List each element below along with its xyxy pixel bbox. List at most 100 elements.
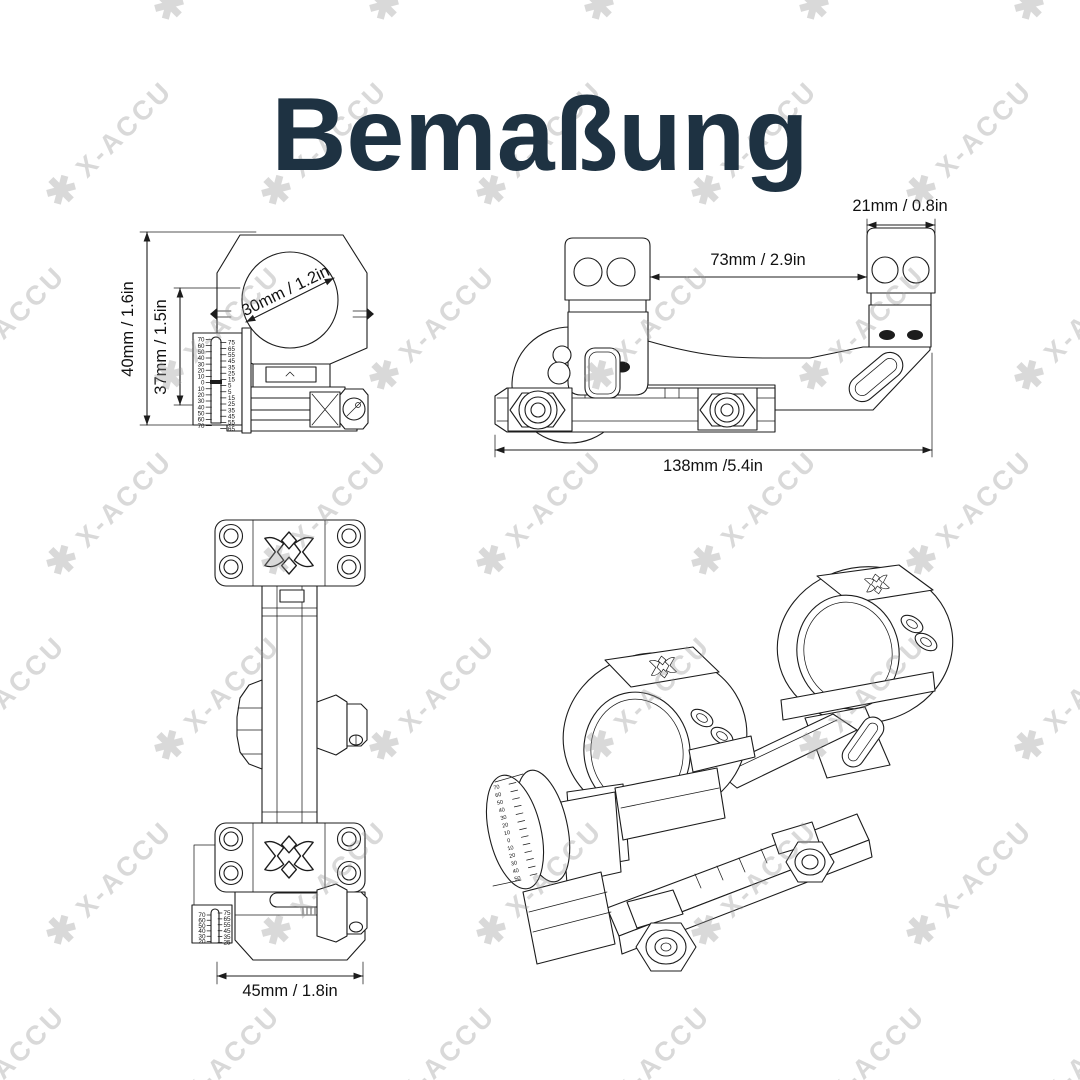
- dim-label-ring-spacing: 73mm / 2.9in: [710, 251, 805, 269]
- dial-scale-number: 60: [495, 792, 502, 799]
- clamp-tab-right: [367, 308, 374, 320]
- dial-scale-number: 70: [493, 784, 500, 791]
- dial-tick: [513, 804, 522, 808]
- dial-scale-number: 50: [198, 923, 206, 930]
- dial-scale-number: 10: [198, 386, 205, 393]
- brand-name: X-ACCU: [392, 999, 501, 1080]
- dial-scale-number: 0: [507, 838, 511, 845]
- brand-name: X-ACCU: [69, 444, 178, 553]
- front-clamp-nut: [507, 387, 573, 432]
- windage-knob: [309, 388, 369, 430]
- dial-scale-number: 50: [198, 410, 205, 417]
- dial-zero-mark: [210, 380, 222, 384]
- dial-tick: [524, 850, 533, 853]
- dial-housing-details: [547, 345, 621, 399]
- dial-scale-number: 25: [228, 401, 235, 408]
- dim-label-total-height: 40mm / 1.6in: [119, 281, 137, 376]
- brand-star-icon: ✱: [1004, 349, 1057, 403]
- front-clamp-iso: [626, 889, 697, 972]
- dimension-total-height: 40mm / 1.6in: [119, 231, 257, 426]
- dial-tick: [520, 835, 529, 838]
- dial-scale-number: 65: [224, 916, 232, 923]
- dial-scale-number: 20: [509, 853, 516, 860]
- watermark: ✱X-ACCU: [1004, 627, 1080, 773]
- watermark: ✱X-ACCU: [144, 0, 289, 33]
- brand-name: X-ACCU: [822, 999, 931, 1080]
- dial-scale-number: 35: [228, 364, 235, 371]
- dial-scale-number: 10: [198, 374, 205, 381]
- watermark: ✱X-ACCU: [36, 442, 181, 587]
- watermark: ✱X-ACCU: [36, 812, 181, 958]
- brand-name: X-ACCU: [0, 999, 71, 1080]
- watermark: ✱X-ACCU: [1006, 997, 1080, 1080]
- dial-scale-number: 40: [198, 404, 205, 411]
- dial-scale-number: 25: [224, 940, 232, 947]
- dial-scale-number: 55: [224, 922, 232, 929]
- dial-scale-number: 40: [198, 355, 205, 362]
- watermark: ✱X-ACCU: [791, 997, 934, 1080]
- dial-scale-number: 30: [198, 933, 206, 940]
- brand-star-icon: ✱: [574, 0, 627, 33]
- dial-scale-number: 70: [198, 423, 205, 430]
- brand-name: X-ACCU: [69, 814, 178, 923]
- elevation-wheel-edge: [236, 679, 263, 770]
- dial-scale-number: 35: [228, 407, 235, 414]
- brand-name: X-ACCU: [0, 259, 71, 368]
- arm-slot-cutout: [848, 351, 904, 403]
- dial-scale-number: 65: [228, 346, 235, 353]
- watermark: ✱X-ACCU: [574, 0, 719, 33]
- dial-tick: [512, 797, 520, 800]
- brand-star-icon: ✱: [36, 904, 89, 958]
- rear-clamp-nut: [697, 387, 758, 431]
- brand-name: X-ACCU: [607, 999, 716, 1080]
- watermark: ✱X-ACCU: [361, 997, 504, 1080]
- dial-scale-number: 5: [228, 389, 232, 396]
- brand-star-icon: ✱: [1004, 719, 1057, 773]
- watermark: ✱X-ACCU: [0, 0, 74, 31]
- dim-label-overall-length: 138mm /5.4in: [663, 457, 763, 475]
- brand-name: X-ACCU: [1037, 999, 1080, 1080]
- dimension-ring-spacing: 73mm / 2.9in: [649, 251, 868, 281]
- dial-scale-number: 40: [498, 807, 505, 814]
- dial-scale-number: 55: [228, 352, 235, 359]
- dial-tick: [519, 827, 527, 831]
- rear-ring-band: [780, 671, 936, 721]
- dial-tick: [508, 782, 517, 785]
- dial-scale-number: 15: [228, 377, 235, 384]
- brand-star-icon: ✱: [144, 0, 197, 33]
- brand-name: X-ACCU: [1037, 629, 1080, 738]
- windage-knob-top: [316, 694, 368, 756]
- dial-scale-number: 30: [198, 398, 205, 405]
- dimension-overall-length: 138mm /5.4in: [494, 352, 933, 475]
- watermark: ✱X-ACCU: [359, 0, 504, 32]
- dial-tick: [527, 865, 536, 869]
- dial-scale-number: 70: [198, 337, 205, 344]
- dial-scale-number: 0: [201, 380, 205, 387]
- dial-scale-number: 20: [502, 822, 509, 829]
- dial-scale-number: 60: [198, 417, 205, 424]
- dial-scale-number: 65: [228, 426, 235, 433]
- brand-name: X-ACCU: [1037, 259, 1080, 368]
- dim-label-base-width: 45mm / 1.8in: [242, 982, 337, 1000]
- watermark: ✱X-ACCU: [1004, 0, 1080, 32]
- dial-scale-number: 20: [198, 392, 205, 399]
- rear-ring-tower: [866, 227, 936, 348]
- dial-scale-number: 75: [228, 340, 235, 347]
- rear-clamp-iso: [771, 821, 835, 883]
- dial-scale-number: 5: [228, 383, 232, 390]
- dial-tick: [515, 812, 524, 815]
- dim-label-saddle-height: 37mm / 1.5in: [152, 299, 170, 394]
- dial-tick: [529, 873, 538, 876]
- dimension-base-width: 45mm / 1.8in: [216, 961, 364, 1000]
- dial-scale-number: 30: [198, 361, 205, 368]
- watermark: ✱X-ACCU: [0, 997, 74, 1080]
- dial-tick: [510, 789, 519, 793]
- rear-ring-cap: [214, 822, 366, 893]
- front-ring-band: [688, 735, 756, 773]
- dial-scale-number: 45: [228, 413, 235, 420]
